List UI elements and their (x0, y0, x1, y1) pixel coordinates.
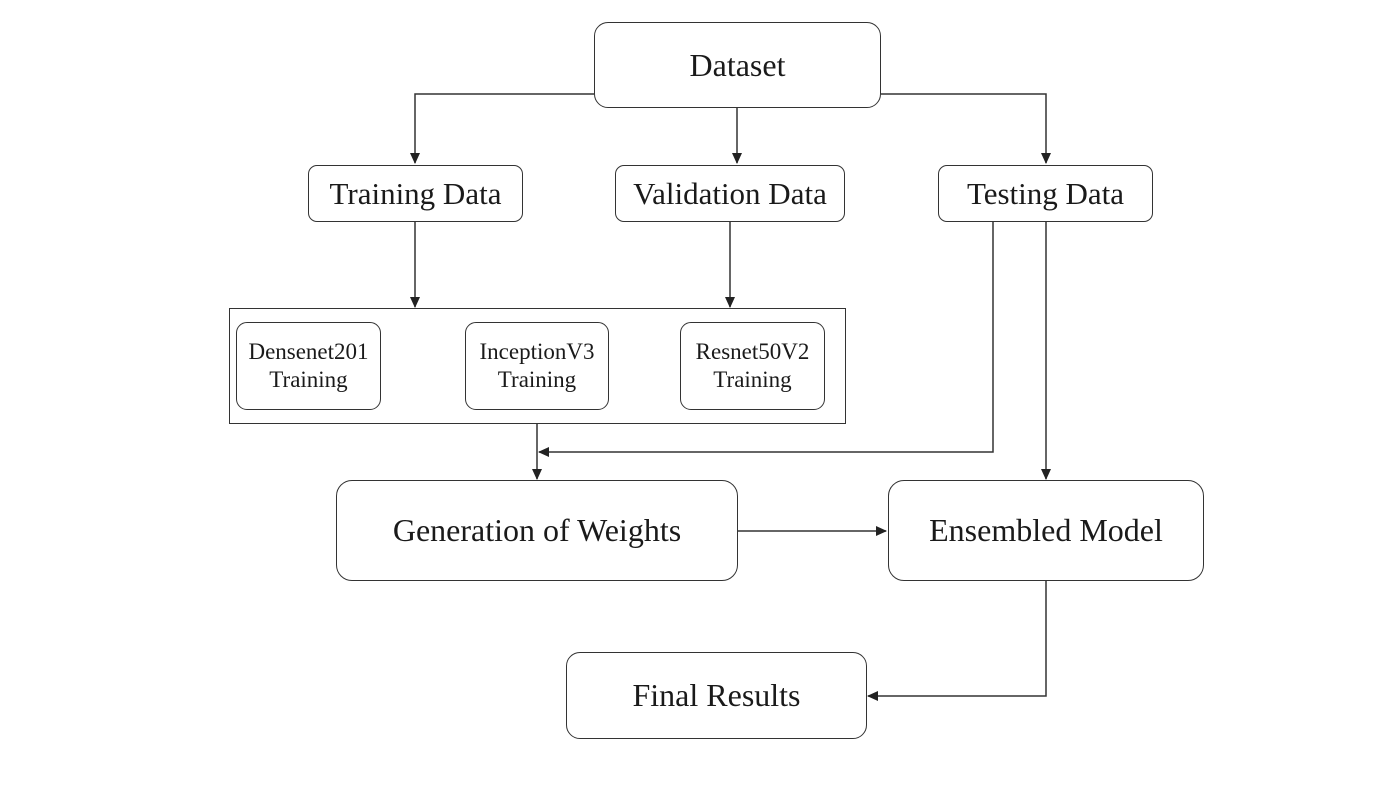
densenet-model-label: Densenet201 (248, 338, 369, 364)
generation-of-weights-label: Generation of Weights (392, 512, 682, 549)
edge-dataset-to-testing (881, 93, 1051, 164)
validation-data-label: Validation Data (633, 175, 827, 211)
densenet-training-label: Training (269, 367, 348, 392)
resnet-training-label: Training (713, 367, 792, 392)
resnet-training-node: Resnet50V2 Training (680, 322, 825, 410)
ensembled-model-label: Ensembled Model (929, 512, 1163, 549)
dataset-label: Dataset (689, 46, 786, 83)
resnet-model-label: Resnet50V2 (695, 338, 810, 364)
ensembled-model-node: Ensembled Model (888, 480, 1204, 581)
final-results-node: Final Results (566, 652, 867, 739)
training-data-node: Training Data (308, 165, 523, 222)
inception-training-node: InceptionV3 Training (465, 322, 609, 410)
edge-ensembled-to-final (867, 581, 1047, 701)
validation-data-node: Validation Data (615, 165, 845, 222)
testing-data-node: Testing Data (938, 165, 1153, 222)
final-results-label: Final Results (632, 677, 801, 714)
training-data-label: Training Data (329, 175, 502, 211)
inception-model-label: InceptionV3 (479, 338, 595, 364)
edge-dataset-to-training (410, 93, 594, 164)
inception-training-label: Training (497, 367, 577, 392)
testing-data-label: Testing Data (966, 175, 1125, 211)
densenet-training-node: Densenet201 Training (236, 322, 381, 410)
generation-of-weights-node: Generation of Weights (336, 480, 738, 581)
edge-testing-to-weights (538, 222, 994, 457)
dataset-node: Dataset (594, 22, 881, 108)
